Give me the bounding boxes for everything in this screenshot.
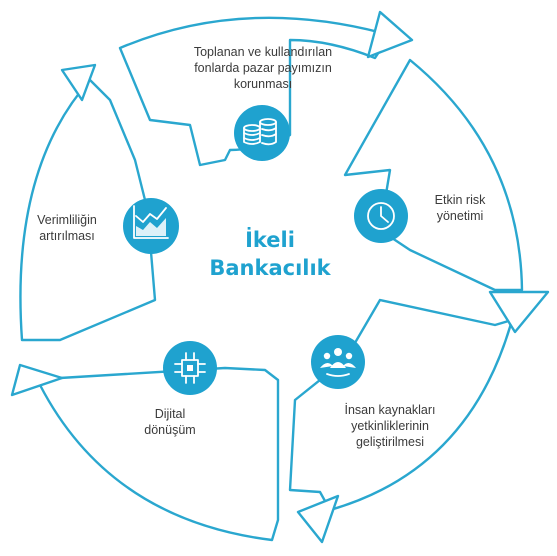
label-funds: Toplanan ve kullandırılan fonlarda pazar… [193,45,333,91]
chart-icon [133,205,169,239]
arrow-bottom [296,494,340,544]
center-title: İkeli Bankacılık [209,228,331,280]
arrow-top [366,10,414,59]
segment-hr [288,298,514,512]
coins-icon [243,118,277,146]
badge-funds [234,105,290,161]
arrow-left [10,363,64,397]
label-risk: Etkin risk yönetimi [434,193,486,223]
label-efficiency: Verimliliğin artırılması [37,213,97,243]
chip-icon [174,352,206,384]
label-hr: İnsan kaynakları yetkinliklerinin gelişt… [344,403,436,449]
arrow-right [488,290,550,334]
clock-icon [367,202,395,230]
arrow-topleft [60,63,97,102]
segment-digital [38,366,280,542]
label-digital: Dijital dönüşüm [144,407,196,437]
people-icon [320,348,356,377]
segment-risk [343,58,524,292]
segment-efficiency [19,78,157,342]
